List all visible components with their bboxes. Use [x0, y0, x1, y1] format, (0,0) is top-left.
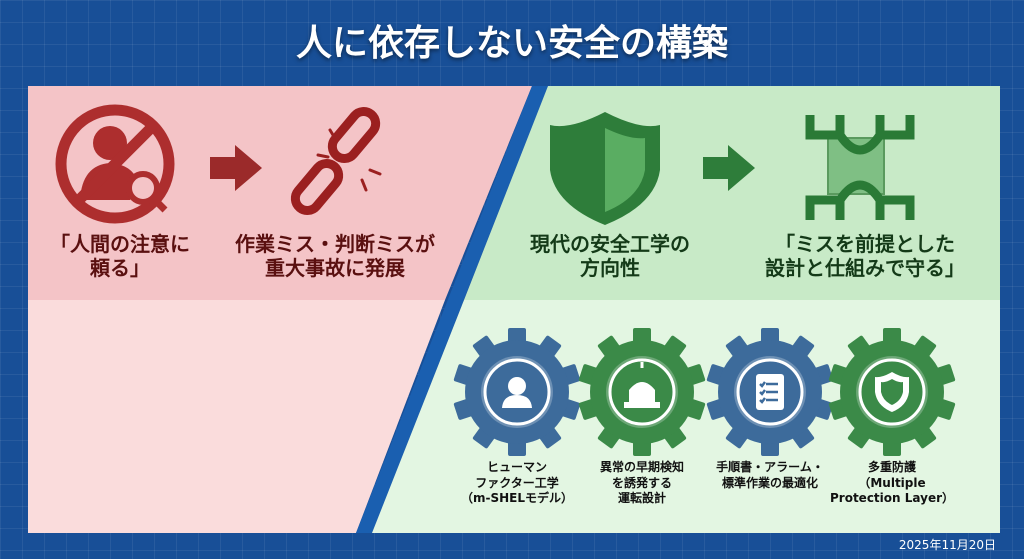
person-gear-icon [502, 377, 532, 408]
shield-icon [875, 372, 909, 412]
text-line: 「人間の注意に [50, 232, 190, 256]
gear [706, 328, 834, 456]
text-line: 作業ミス・判断ミスが [235, 232, 435, 256]
gear-label-line: （Multiple [858, 475, 926, 490]
date: 2025年11月20日 [898, 538, 996, 552]
checklist-icon [756, 374, 784, 410]
alarm-light-icon [624, 362, 660, 408]
text-line: 重大事故に発展 [265, 256, 405, 281]
text-line: 現代の安全工学の [530, 232, 690, 256]
gear-label: ヒューマンファクター工学（m-SHELモデル） [452, 460, 582, 507]
right-item1-text: 現代の安全工学の 方向性 [515, 232, 705, 281]
no-person-search-icon [55, 104, 175, 224]
text-line: 方向性 [580, 256, 640, 281]
gear [578, 328, 706, 456]
gear-label-line: を誘発する [611, 475, 672, 490]
gear [828, 328, 956, 456]
text-line: 頼る」 [90, 256, 150, 281]
page-title: 人に依存しない安全の構築 [295, 23, 728, 64]
gear-label-line: 標準作業の最適化 [721, 475, 818, 490]
arrow-right-icon [210, 145, 262, 191]
left-item2-text: 作業ミス・判断ミスが 重大事故に発展 [225, 232, 445, 281]
gear [453, 328, 581, 456]
gear-label-line: Protection Layer） [829, 491, 954, 506]
gear-label-line: （m-SHELモデル） [460, 491, 573, 506]
right-item2-text: 「ミスを前提とした 設計と仕組みで守る」 [745, 232, 985, 281]
arrow-right-icon [703, 145, 755, 191]
gear-label: 異常の早期検知を誘発する運転設計 [577, 460, 707, 507]
left-item1-text: 「人間の注意に 頼る」 [40, 232, 200, 281]
gear-label-line: 多重防護 [867, 460, 916, 474]
interlocked-chain-icon [805, 115, 915, 220]
shield-icon [550, 112, 660, 225]
gear-label-line: ヒューマン [486, 460, 547, 474]
gear-label-line: 手順書・アラーム・ [716, 460, 824, 474]
text-line: 設計と仕組みで守る」 [765, 256, 965, 281]
text-line: 「ミスを前提とした [775, 232, 955, 256]
gear-label-line: ファクター工学 [475, 475, 559, 490]
gear-label-line: 異常の早期検知 [599, 460, 684, 474]
gear-label-line: 運転設計 [617, 491, 666, 506]
gear-label: 手順書・アラーム・標準作業の最適化 [705, 460, 835, 491]
broken-chain-icon [290, 107, 382, 215]
